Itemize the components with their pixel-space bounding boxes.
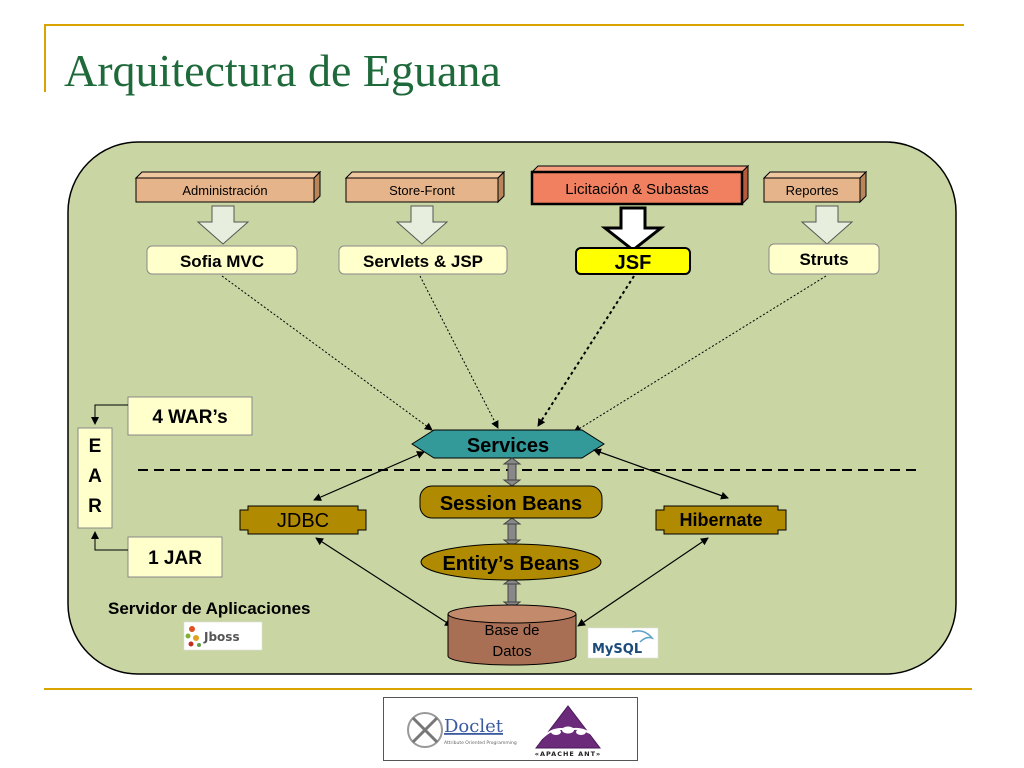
- source-box-reportes: Reportes: [762, 170, 868, 204]
- connector-servlets-services: [419, 275, 499, 429]
- ear-letter-r: R: [88, 496, 102, 517]
- connector-wars-ear: [91, 404, 128, 425]
- down-arrow-administracion: [196, 205, 250, 245]
- connector-services-session: [502, 457, 522, 487]
- ear-letter-a: A: [88, 466, 102, 487]
- framework-label: Sofia MVC: [180, 252, 264, 271]
- down-arrow-licitacion: [600, 206, 666, 252]
- framework-sofia-mvc: Sofia MVC: [146, 245, 298, 275]
- wars-box: 4 WAR’s: [127, 396, 253, 436]
- xdoclet-logo-text: Doclet: [444, 716, 504, 737]
- footer-accent-line: [44, 688, 972, 690]
- mysql-logo: MySQL: [587, 627, 659, 659]
- entity-beans-node: Entity’s Beans: [420, 543, 602, 581]
- framework-jsf: JSF: [575, 247, 691, 275]
- footer-logos-art: Doclet Attribute Oriented Programming «A…: [407, 705, 602, 758]
- source-label: Store-Front: [389, 183, 455, 198]
- session-beans-label: Session Beans: [440, 493, 582, 515]
- down-arrow-reportes: [800, 205, 854, 245]
- jdbc-label: JDBC: [277, 510, 329, 532]
- page-title: Arquitectura de Eguana: [64, 45, 501, 96]
- footer-logos: Doclet Attribute Oriented Programming «A…: [383, 697, 638, 761]
- title-accent-vertical: [44, 24, 46, 92]
- connector-session-entity: [502, 517, 522, 547]
- jar-label: 1 JAR: [148, 548, 202, 569]
- connector-jdbc-db: [315, 537, 453, 627]
- title-accent-horizontal: [44, 24, 964, 26]
- connector-services-jdbc: [313, 451, 425, 501]
- framework-struts: Struts: [768, 243, 880, 275]
- source-box-licitacion-subastas: Licitación & Subastas: [530, 164, 750, 206]
- xdoclet-tagline: Attribute Oriented Programming: [444, 740, 517, 746]
- connector-struts-services: [573, 275, 827, 433]
- ear-box: E A R: [77, 427, 113, 529]
- session-beans-node: Session Beans: [419, 485, 603, 519]
- mysql-logo-text: MySQL: [592, 642, 642, 657]
- wars-label: 4 WAR’s: [152, 407, 227, 428]
- database-label-line2: Datos: [492, 643, 531, 660]
- down-arrow-store-front: [395, 205, 449, 245]
- framework-label: Servlets & JSP: [363, 252, 483, 271]
- connector-jar-ear: [91, 531, 128, 551]
- jar-box: 1 JAR: [127, 536, 223, 578]
- jboss-logo-text: Jboss: [203, 630, 240, 644]
- database-label-line1: Base de: [484, 622, 539, 639]
- framework-label: JSF: [615, 252, 652, 274]
- source-label: Administración: [182, 183, 267, 198]
- framework-label: Struts: [799, 250, 848, 269]
- source-label: Reportes: [786, 183, 839, 198]
- source-box-store-front: Store-Front: [344, 170, 506, 204]
- connector-services-hibernate: [593, 448, 729, 500]
- source-label: Licitación & Subastas: [565, 181, 708, 198]
- database-node: Base de Datos: [447, 604, 577, 666]
- connector-sofia-services: [221, 275, 433, 431]
- server-label: Servidor de Aplicaciones: [108, 599, 311, 618]
- application-server-panel: [67, 141, 957, 675]
- hibernate-node: Hibernate: [655, 505, 787, 535]
- connector-hibernate-db: [577, 537, 709, 627]
- jdbc-node: JDBC: [239, 505, 367, 535]
- framework-servlets-jsp: Servlets & JSP: [338, 245, 508, 275]
- xdoclet-logo: Doclet Attribute Oriented Programming: [407, 712, 517, 748]
- jboss-logo: Jboss: [183, 621, 263, 651]
- services-label: Services: [467, 435, 549, 457]
- services-node: Services: [411, 429, 605, 459]
- entity-beans-label: Entity’s Beans: [442, 553, 579, 575]
- ear-letter-e: E: [89, 436, 102, 457]
- hibernate-label: Hibernate: [679, 510, 762, 530]
- apache-ant-logo: «APACHE ANT»: [534, 705, 602, 758]
- apache-ant-text: «APACHE ANT»: [535, 750, 601, 758]
- source-box-administracion: Administración: [134, 170, 322, 204]
